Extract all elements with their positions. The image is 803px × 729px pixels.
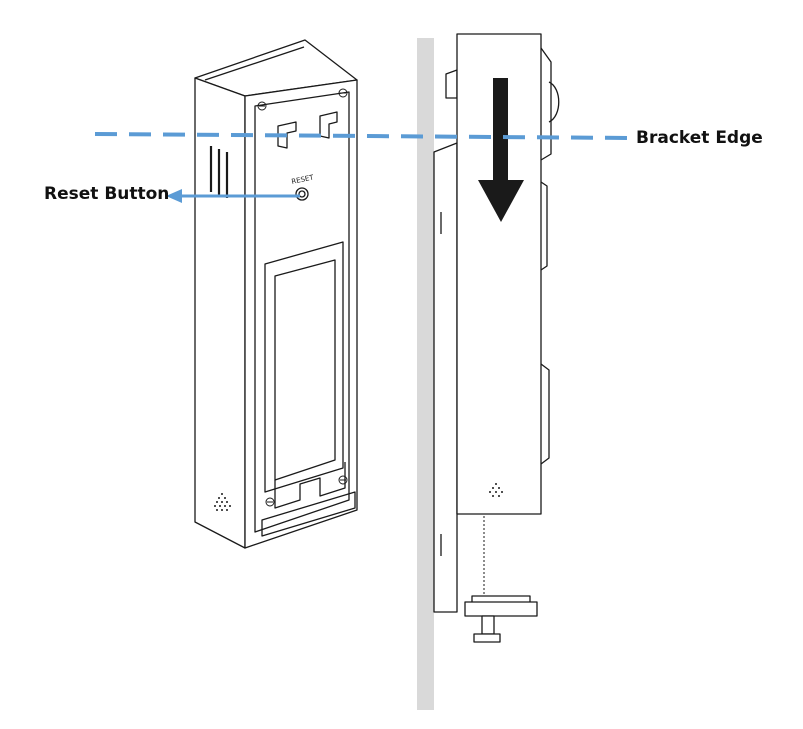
reset-button-label: Reset Button [44,184,170,204]
bracket-edge-label: Bracket Edge [636,128,763,148]
wall [417,38,434,710]
reset-button-icon [295,187,309,201]
led-dots-icon [489,483,503,497]
down-arrow-icon [478,78,524,222]
doorbell-back-view [194,39,358,549]
led-dots-icon [214,493,231,511]
speaker-grille-icon [209,146,229,198]
mount-hook-left [277,121,297,149]
screw-icon [257,88,348,507]
reset-callout-arrow [166,189,300,203]
bracket-edge-line [94,132,633,140]
